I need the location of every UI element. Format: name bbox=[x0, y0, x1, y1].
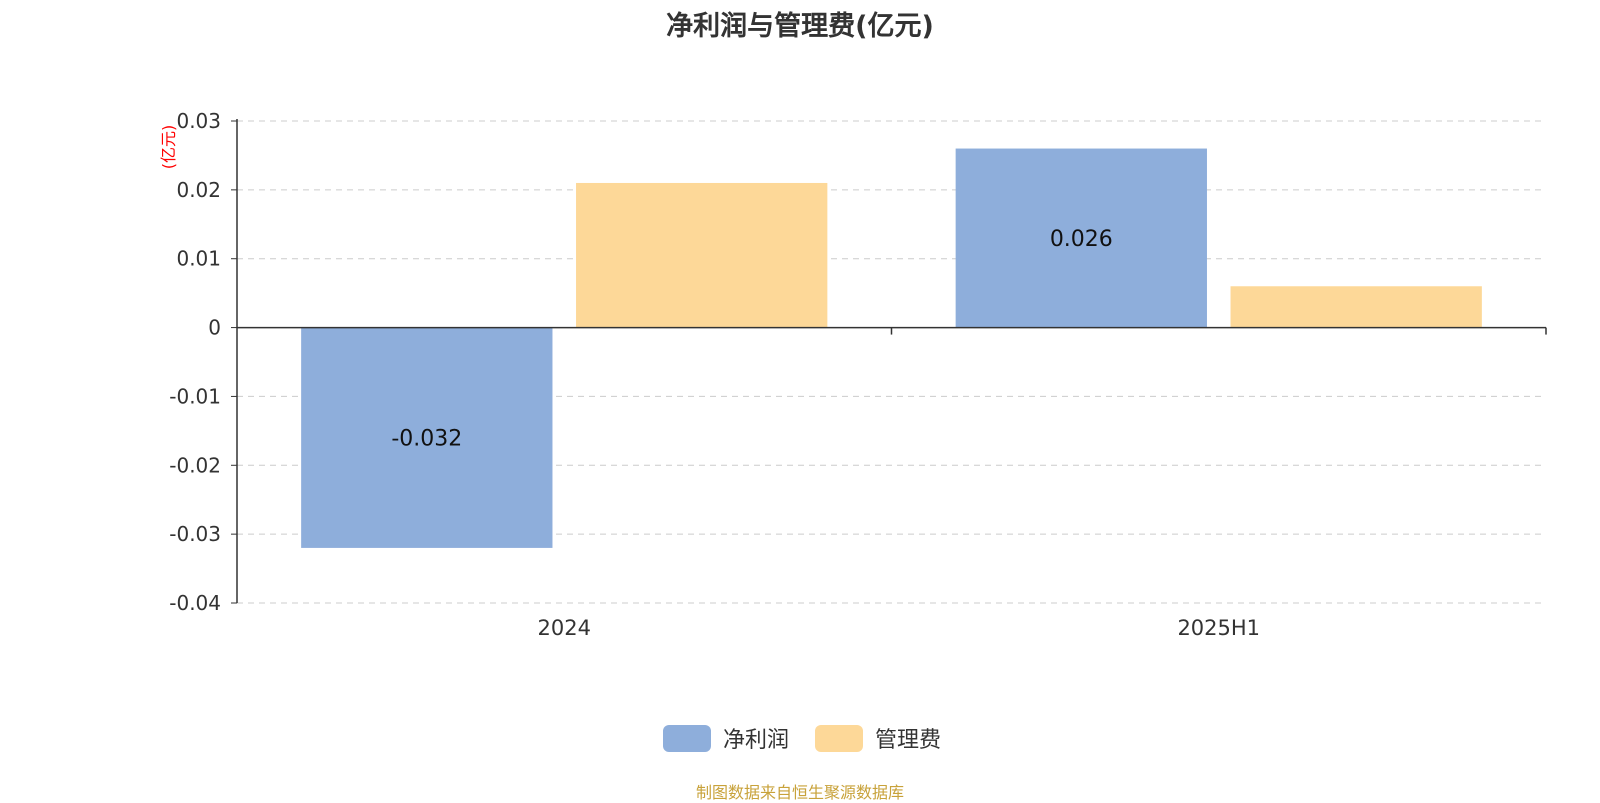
data-labels: -0.032 0.026 bbox=[391, 227, 1112, 452]
y-tick-label: -0.02 bbox=[169, 453, 221, 477]
legend-item-net-profit[interactable]: 净利润 bbox=[663, 722, 789, 754]
data-label: -0.032 bbox=[391, 427, 462, 452]
y-tick-label: 0.01 bbox=[176, 247, 221, 271]
x-tick-label: 2025H1 bbox=[1177, 616, 1260, 640]
y-tick-label: -0.03 bbox=[169, 522, 221, 546]
x-tick-label: 2024 bbox=[538, 616, 591, 640]
axes: 0.03 0.02 0.01 0 -0.01 -0.02 -0.03 -0.04 2024 202… bbox=[169, 109, 1547, 640]
legend-label-admin-expense: 管理费 bbox=[875, 728, 942, 753]
y-tick-label: 0.03 bbox=[176, 109, 221, 133]
chart-title: 净利润与管理费(亿元) bbox=[666, 11, 934, 42]
data-label: 0.026 bbox=[1050, 227, 1113, 252]
bar-net-profit-2025H1[interactable] bbox=[955, 148, 1207, 328]
legend-swatch-net-profit bbox=[663, 724, 711, 752]
y-tick-label: 0 bbox=[208, 316, 221, 340]
bars bbox=[301, 148, 1482, 548]
legend-item-admin-expense[interactable]: 管理费 bbox=[815, 722, 941, 754]
bar-admin-expense-2024[interactable] bbox=[576, 182, 828, 328]
data-source-note: 制图数据来自恒生聚源数据库 bbox=[695, 783, 904, 802]
y-tick-label: -0.01 bbox=[169, 384, 221, 408]
bar-admin-expense-2025H1[interactable] bbox=[1230, 286, 1482, 328]
y-tick-label: -0.04 bbox=[169, 591, 221, 615]
legend-swatch-admin-expense bbox=[815, 724, 863, 752]
bar-net-profit-2024[interactable] bbox=[301, 327, 553, 548]
legend-label-net-profit: 净利润 bbox=[723, 728, 790, 753]
y-tick-label: 0.02 bbox=[176, 178, 221, 202]
legend: 净利润 管理费 bbox=[0, 722, 1600, 754]
y-axis-title: (亿元) bbox=[159, 125, 178, 170]
